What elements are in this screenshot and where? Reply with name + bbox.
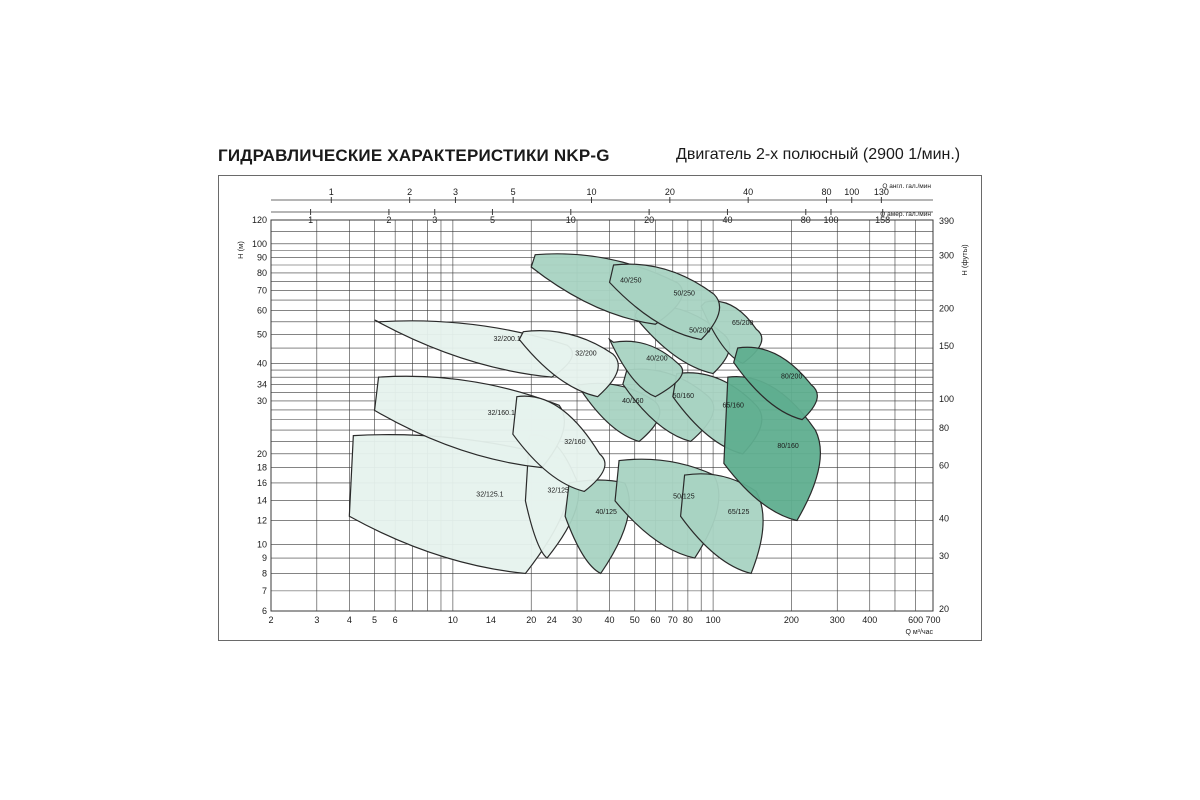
y-left-tick-label: 6 <box>262 606 267 616</box>
x-tick-label: 3 <box>314 615 319 625</box>
y-right-tick-label: 390 <box>939 216 954 226</box>
top-axis-1-tick-label: 20 <box>665 187 675 197</box>
y-left-tick-label: 70 <box>257 285 267 295</box>
pump-field-label: 32/125 <box>548 487 570 494</box>
pump-field-80-200 <box>733 346 818 421</box>
pump-field-label: 32/160.1 <box>488 410 515 417</box>
top-axis-1-tick-label: 5 <box>511 187 516 197</box>
pump-field-label: 32/200 <box>575 350 597 357</box>
top-axis-1-label: Q англ. гал./мин <box>882 183 931 190</box>
top-axis-2-label: Q амер. гал./мин <box>880 211 931 218</box>
x-tick-label: 200 <box>784 615 799 625</box>
pump-field-50-250 <box>608 263 721 341</box>
pump-field-label: 80/200 <box>781 374 803 381</box>
x-tick-label: 30 <box>572 615 582 625</box>
y-left-tick-label: 8 <box>262 568 267 578</box>
pump-field-label: 40/125 <box>595 509 617 516</box>
x-tick-label: 40 <box>605 615 615 625</box>
x-tick-label: 10 <box>448 615 458 625</box>
pump-field-label: 40/250 <box>620 277 642 284</box>
x-tick-label: 14 <box>486 615 496 625</box>
y-right-tick-label: 150 <box>939 341 954 351</box>
y-left-tick-label: 50 <box>257 329 267 339</box>
pump-field-label: 65/160 <box>723 402 745 409</box>
y-left-tick-label: 14 <box>257 495 267 505</box>
pump-field-layer <box>348 253 822 575</box>
x-tick-label: 400 <box>862 615 877 625</box>
pump-field-65-125 <box>679 473 764 575</box>
top-axis-1-tick-label: 10 <box>587 187 597 197</box>
pump-field-label: 32/160 <box>564 439 586 446</box>
top-axis-1-tick-label: 2 <box>407 187 412 197</box>
x-tick-label: 300 <box>830 615 845 625</box>
y-left-tick-label: 7 <box>262 586 267 596</box>
y-right-tick-label: 60 <box>939 461 949 471</box>
x-tick-label: 80 <box>683 615 693 625</box>
y-left-tick-label: 18 <box>257 463 267 473</box>
pump-field-label: 50/160 <box>673 393 695 400</box>
y-left-tick-label: 10 <box>257 539 267 549</box>
chart-subtitle: Двигатель 2-х полюсный (2900 1/мин.) <box>676 146 961 163</box>
y-right-tick-label: 20 <box>939 604 949 614</box>
x-tick-label: 4 <box>347 615 352 625</box>
x-tick-label: 600 <box>908 615 923 625</box>
y-left-tick-label: 30 <box>257 396 267 406</box>
pump-field-label: 80/160 <box>777 443 799 450</box>
x-axis-label: Q м³/час <box>905 629 933 636</box>
y-left-tick-label: 34 <box>257 380 267 390</box>
y-right-tick-label: 40 <box>939 513 949 523</box>
top-axis-1-tick-label: 100 <box>844 187 859 197</box>
y-right-tick-label: 80 <box>939 423 949 433</box>
y-left-tick-label: 20 <box>257 449 267 459</box>
top-axis-1-tick-label: 130 <box>874 187 889 197</box>
y-left-tick-label: 120 <box>252 215 267 225</box>
x-tick-label: 100 <box>706 615 721 625</box>
pump-field-label: 50/200 <box>689 328 711 335</box>
plot-border <box>270 219 934 612</box>
pump-field-label: 40/160 <box>622 398 644 405</box>
label-layer: 32/125.1 32/125 40/125 50/125 65/125 32/160.1… <box>476 277 802 516</box>
x-tick-label: 5 <box>372 615 377 625</box>
pump-field-32-160 <box>512 395 606 493</box>
y-right-axis-label: H (футы) <box>960 244 969 276</box>
y-left-tick-label: 16 <box>257 478 267 488</box>
x-tick-label: 20 <box>526 615 536 625</box>
y-right-tick-label: 300 <box>939 250 954 260</box>
pump-field-label: 65/125 <box>728 509 750 516</box>
x-tick-label: 24 <box>547 615 557 625</box>
x-tick-label: 70 <box>668 615 678 625</box>
y-left-axis-label: H (м) <box>236 241 245 259</box>
y-left-tick-label: 100 <box>252 239 267 249</box>
top-axis-1-tick-label: 3 <box>453 187 458 197</box>
pump-field-label: 65/200 <box>732 320 754 327</box>
y-left-tick-label: 90 <box>257 253 267 263</box>
pump-field-label: 32/125.1 <box>476 491 503 498</box>
pump-field-label: 50/250 <box>673 290 695 297</box>
y-right-tick-label: 100 <box>939 394 954 404</box>
y-left-tick-label: 40 <box>257 358 267 368</box>
pump-field-label: 40/200 <box>646 355 668 362</box>
x-tick-label: 6 <box>393 615 398 625</box>
top-axis-1-tick-label: 40 <box>743 187 753 197</box>
pump-field-label: 32/200.1 <box>494 336 521 343</box>
y-left-tick-label: 9 <box>262 553 267 563</box>
x-tick-label: 60 <box>650 615 660 625</box>
x-tick-label: 700 <box>925 615 940 625</box>
x-tick-label: 2 <box>268 615 273 625</box>
top-axis-1-tick-label: 1 <box>329 187 334 197</box>
x-tick-label: 50 <box>630 615 640 625</box>
top-axis-1-tick-label: 80 <box>821 187 831 197</box>
pump-field-40-200 <box>608 337 684 398</box>
pump-field-label: 50/125 <box>673 494 695 501</box>
y-right-tick-label: 30 <box>939 551 949 561</box>
y-left-tick-label: 80 <box>257 268 267 278</box>
pump-field-32-200 <box>518 330 619 398</box>
y-left-tick-label: 12 <box>257 516 267 526</box>
y-right-tick-label: 200 <box>939 303 954 313</box>
chart-title: ГИДРАВЛИЧЕСКИЕ ХАРАКТЕРИСТИКИ NKP-G <box>218 146 610 165</box>
y-left-tick-label: 60 <box>257 305 267 315</box>
